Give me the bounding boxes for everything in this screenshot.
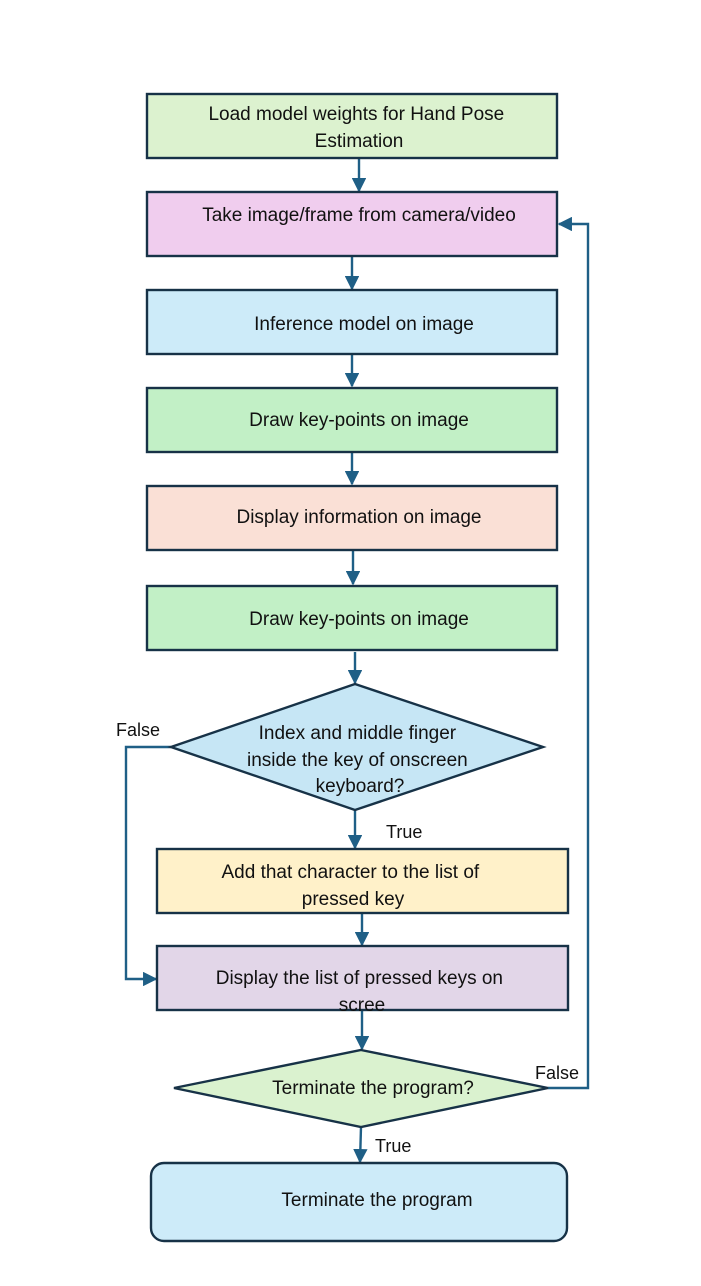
draw-keypoints-box-2 (145, 584, 559, 652)
load-weights-box (145, 92, 559, 160)
finger-check-line-3: keyboard? (316, 776, 405, 797)
display-information-line-1: Display information on image (236, 507, 481, 528)
terminate-decision-line-1: Terminate the program? (272, 1078, 474, 1099)
edge-decision-finger-false (124, 745, 171, 987)
add-character-line-1: Add that character to the list of (222, 862, 480, 883)
draw-keypoints-text-1: Draw key-points on image (249, 410, 469, 431)
inference-line-1: Inference model on image (254, 314, 474, 335)
inference-box (145, 288, 559, 356)
add-character-box (155, 847, 570, 915)
inference-text: Inference model on image (254, 314, 474, 335)
display-information-box (145, 484, 559, 552)
display-information-text: Display information on image (236, 507, 481, 528)
finger-true-label: True (386, 822, 422, 842)
terminate-decision-text: Terminate the program? (272, 1078, 474, 1099)
edge-decision-terminate-false (548, 216, 590, 1090)
display-pressed-keys-line-2: scree (339, 995, 385, 1016)
nodes (145, 92, 570, 1243)
load-weights-text: Load model weights for Hand Pose Estimat… (208, 104, 509, 152)
draw-keypoints-text-2: Draw key-points on image (249, 609, 469, 630)
terminate-program-line-1: Terminate the program (281, 1190, 472, 1211)
load-weights-line-1: Load model weights for Hand Pose (208, 104, 504, 125)
node-labels: Load model weights for Hand Pose Estimat… (202, 104, 516, 1211)
edge-labels: False True False True (116, 720, 579, 1156)
edges (124, 158, 590, 1164)
terminate-program-box (149, 1161, 569, 1243)
terminate-true-label: True (375, 1136, 411, 1156)
finger-false-label: False (116, 720, 160, 740)
finger-check-line-1: Index and middle finger (259, 723, 457, 744)
display-pressed-keys-text: Display the list of pressed keys on scre… (216, 968, 509, 1016)
capture-frame-text: Take image/frame from camera/video (202, 205, 516, 226)
draw-keypoints-1-line-1: Draw key-points on image (249, 410, 469, 431)
display-pressed-keys-line-1: Display the list of pressed keys on (216, 968, 503, 989)
add-character-text: Add that character to the list of presse… (222, 862, 485, 910)
add-character-line-2: pressed key (302, 889, 405, 910)
draw-keypoints-box-1 (145, 386, 559, 454)
capture-frame-line-1: Take image/frame from camera/video (202, 205, 516, 226)
terminate-false-label: False (535, 1063, 579, 1083)
capture-frame-box (145, 190, 559, 258)
terminate-decision (173, 1048, 549, 1129)
draw-keypoints-2-line-1: Draw key-points on image (249, 609, 469, 630)
finger-check-decision (167, 682, 547, 812)
finger-check-text: Index and middle finger inside the key o… (247, 723, 473, 797)
load-weights-line-2: Estimation (315, 131, 404, 152)
display-pressed-keys-box (155, 944, 570, 1012)
terminate-program-text: Terminate the program (281, 1190, 472, 1211)
edge-decision-terminate-true (353, 1126, 368, 1164)
finger-check-line-2: inside the key of onscreen (247, 750, 468, 771)
